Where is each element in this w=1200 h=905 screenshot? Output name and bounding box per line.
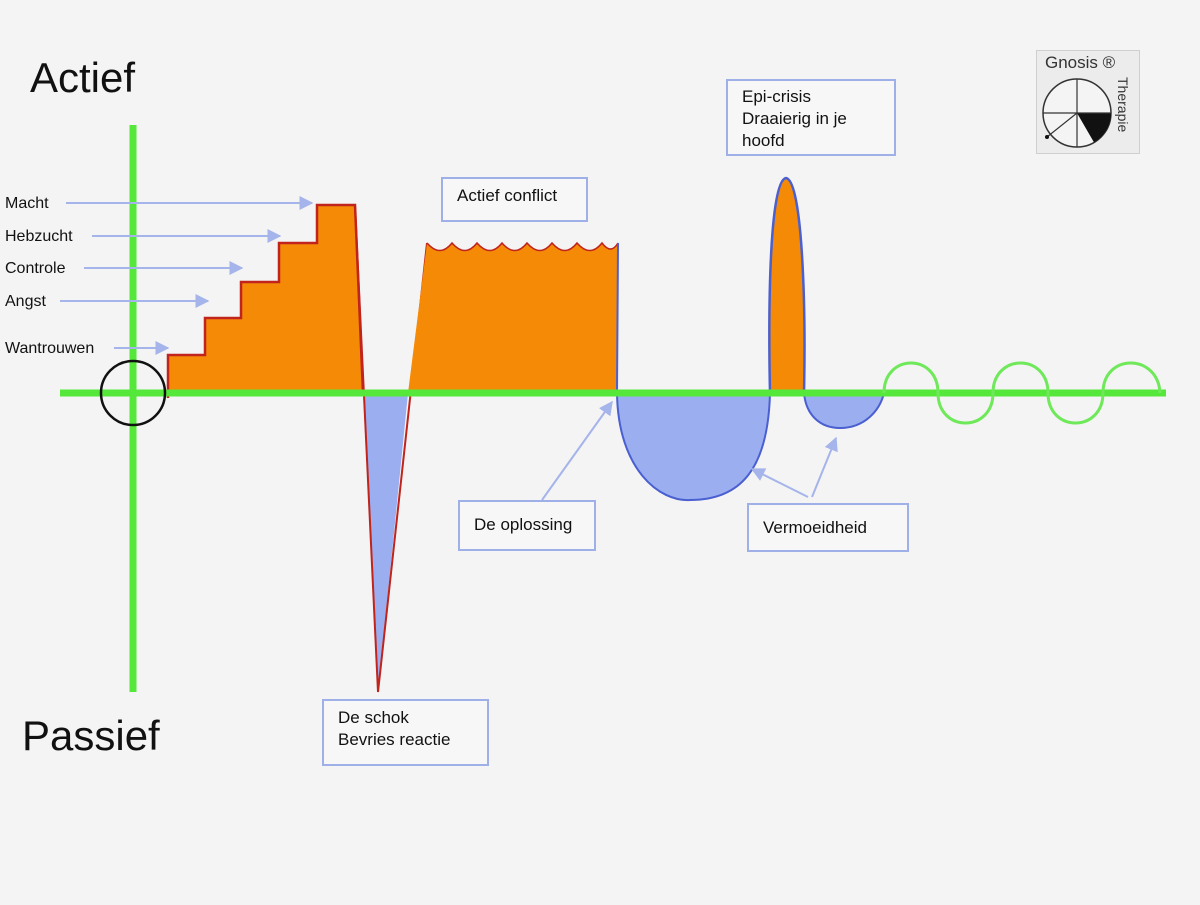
arrow-vermoeidheid-2 (811, 436, 838, 498)
stair-label-angst: Angst (5, 293, 46, 310)
origin-circle (99, 359, 167, 427)
stair-active-area (168, 205, 363, 393)
stair-label-wantrouwen: Wantrouwen (5, 340, 95, 357)
callout-de-oplossing-text: De oplossing (474, 515, 573, 534)
callout-epi-crisis: Epi-crisis Draaierig in je hoofd (726, 79, 896, 156)
epi-crisis-line-2: Draaierig in je (742, 109, 847, 128)
recovery-wave (882, 361, 1162, 425)
logo-subtitle: Therapie (1115, 77, 1131, 133)
logo-name: Gnosis ® (1045, 53, 1116, 72)
de-schok-line-2: Bevries reactie (338, 730, 451, 749)
epi-crisis-area (769, 178, 805, 393)
callout-de-schok: De schok Bevries reactie (322, 699, 489, 766)
fatigue-outline (803, 392, 885, 430)
callout-vermoeidheid: Vermoeidheid (747, 503, 909, 552)
actief-axis-label: Actief (30, 54, 136, 101)
conflict-outline (426, 241, 619, 252)
solution-passive-area (617, 393, 770, 501)
epi-crisis-line-1: Epi-crisis (742, 87, 811, 106)
callout-actief-conflict-text: Actief conflict (457, 186, 558, 205)
passief-axis-label: Passief (22, 712, 160, 759)
epi-crisis-outline (768, 176, 806, 394)
callout-de-oplossing: De oplossing (458, 500, 596, 551)
callout-actief-conflict: Actief conflict (441, 177, 588, 222)
stair-label-macht: Macht (5, 195, 49, 212)
logo-wheel-icon (1042, 78, 1112, 148)
stair-outline (166, 203, 365, 398)
epi-crisis-line-3: hoofd (742, 131, 785, 150)
stair-label-hebzucht: Hebzucht (5, 228, 73, 245)
fatigue-passive-area (804, 393, 884, 428)
conflict-active-area (408, 243, 618, 393)
de-schok-line-1: De schok (338, 708, 409, 727)
callout-vermoeidheid-text: Vermoeidheid (763, 518, 867, 537)
stair-label-controle: Controle (5, 260, 66, 277)
arrow-vermoeidheid-1 (750, 468, 809, 498)
arrow-oplossing (541, 400, 613, 501)
solution-outline (615, 242, 771, 502)
shock-passive-area (363, 393, 408, 692)
gnosis-logo: Gnosis ® Therapie (1036, 50, 1140, 154)
